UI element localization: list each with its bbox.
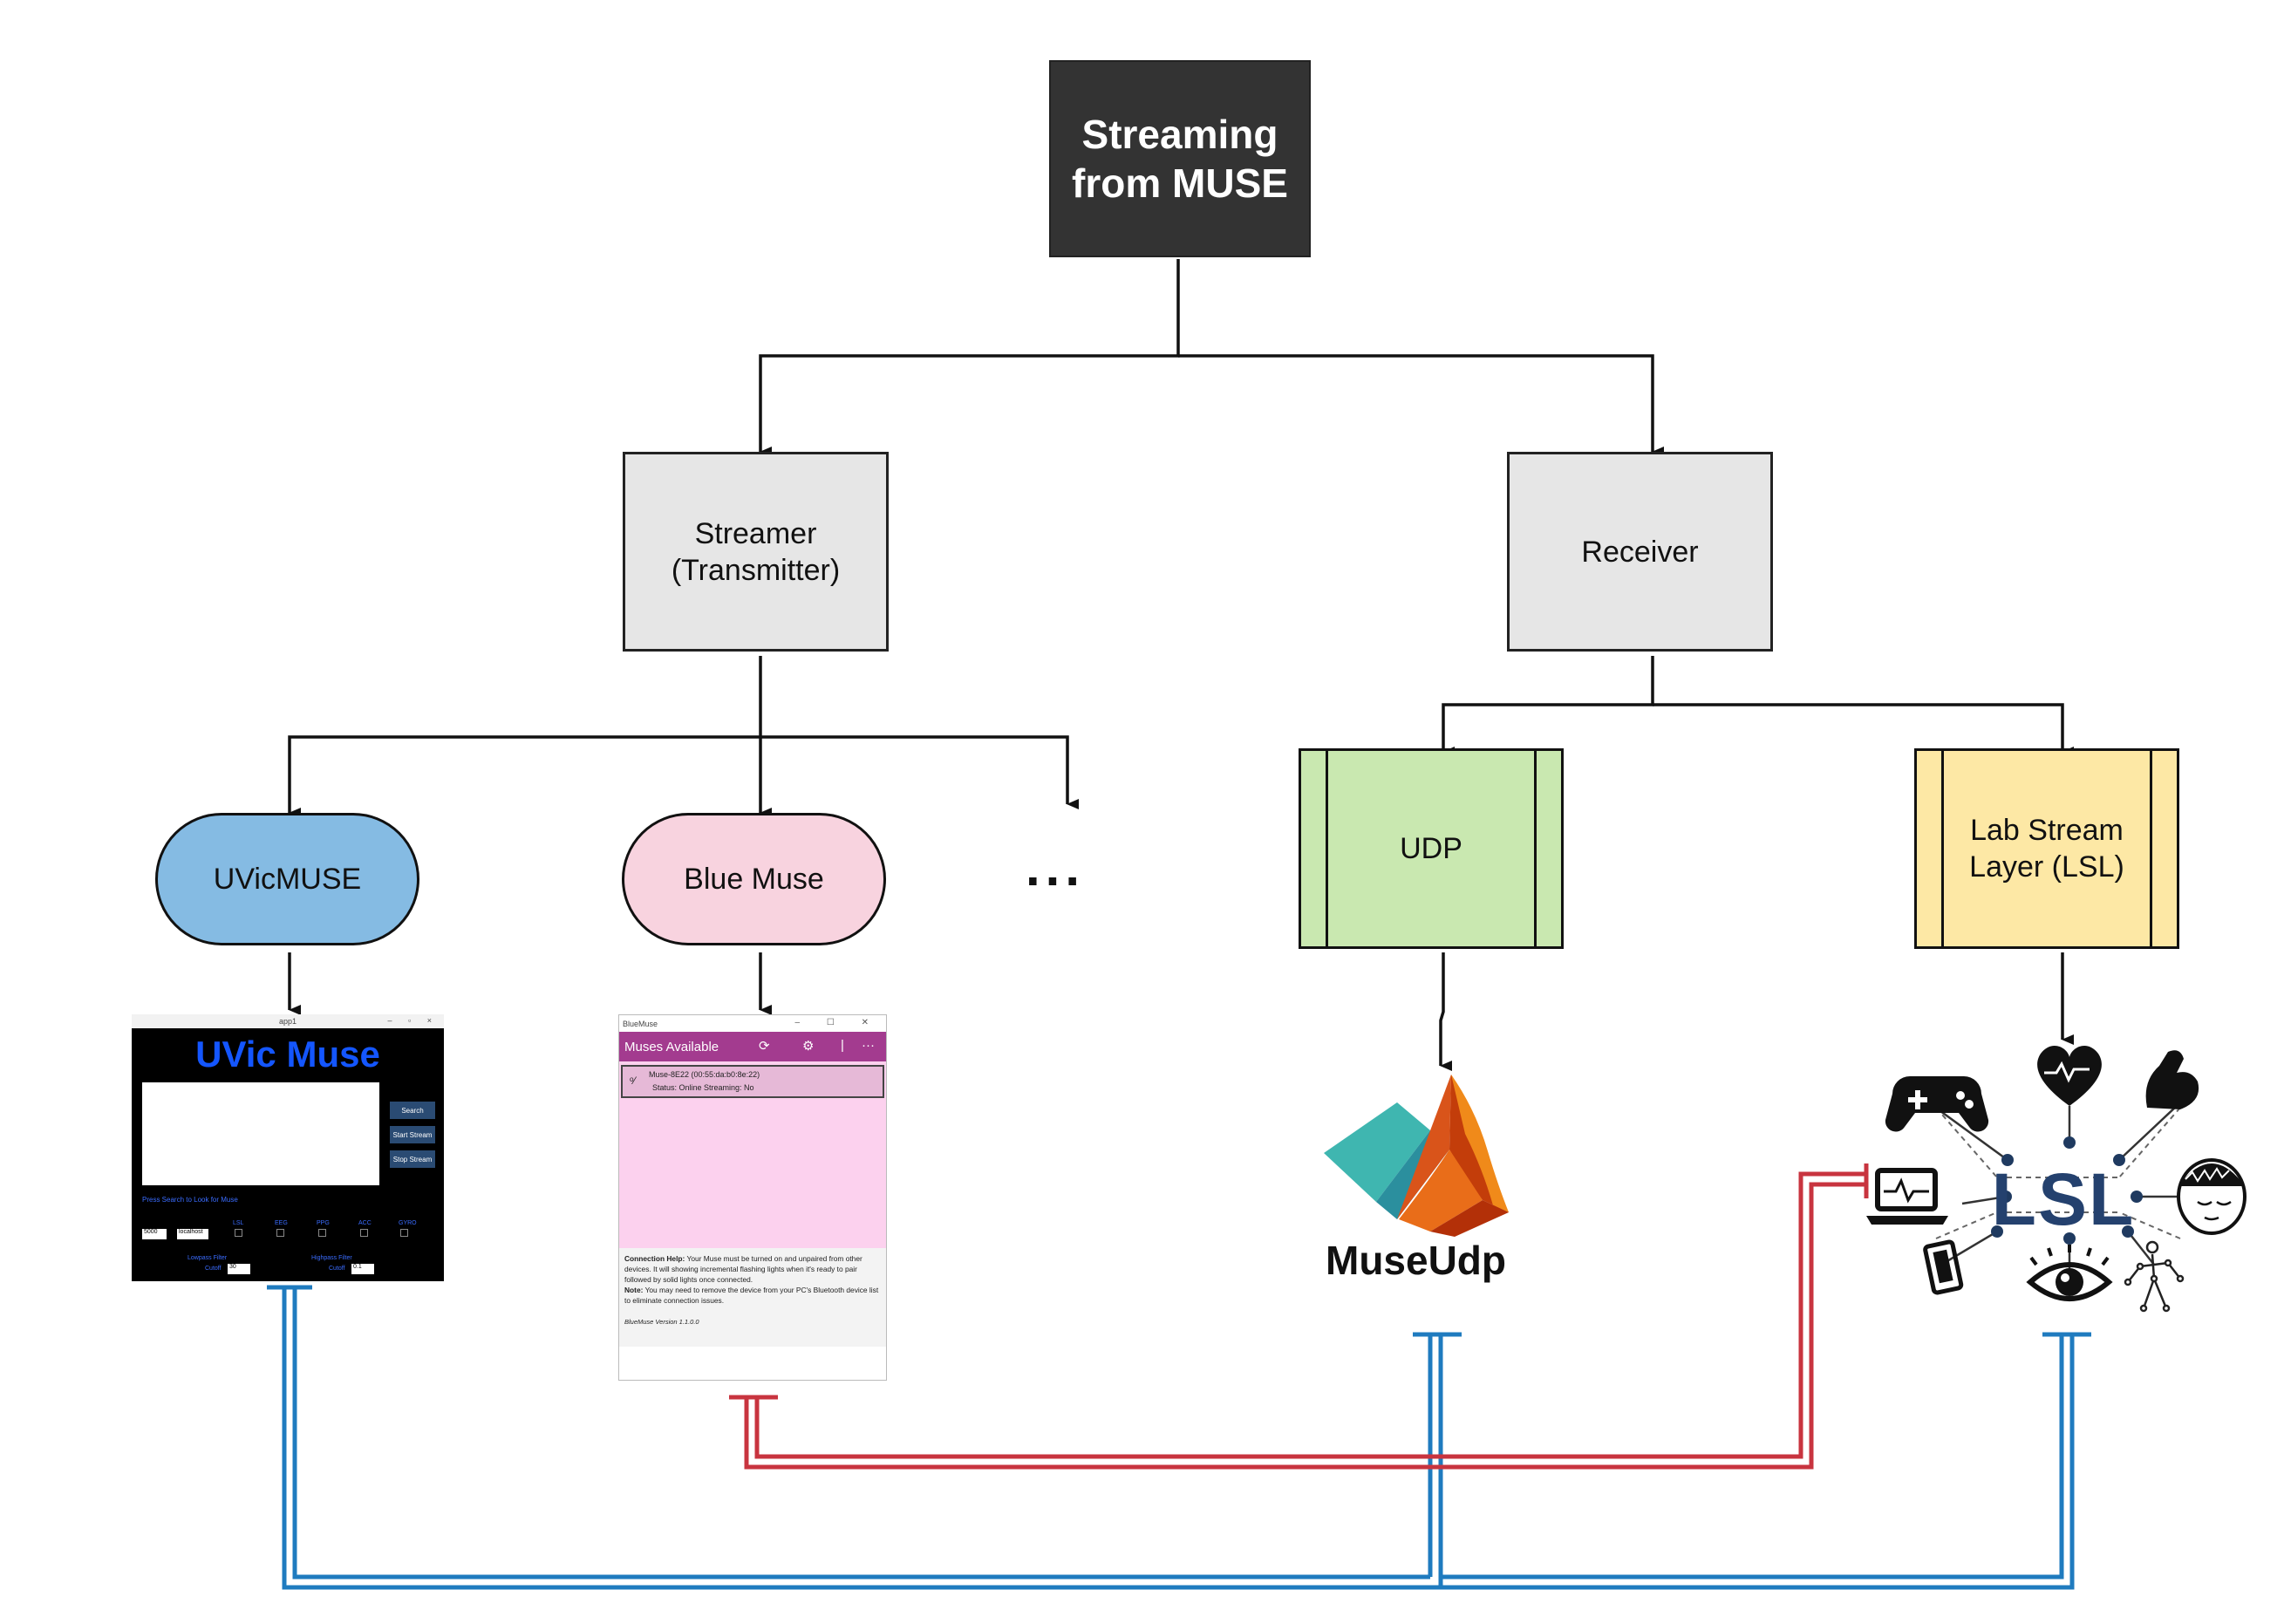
bluemuse-window-title: BlueMuse [623, 1019, 658, 1028]
uvic-acc-checkbox[interactable] [360, 1229, 368, 1237]
uvic-start-stream-button[interactable]: Start Stream [390, 1126, 435, 1143]
bluemuse-app-screenshot: BlueMuse – ☐ ✕ Muses Available ⟳ ⚙ | ···… [618, 1014, 887, 1381]
more-streamers-ellipsis: ... [1026, 838, 1086, 897]
uvic-window-title: app1 [278, 1017, 297, 1026]
lsl-link-outer [1441, 1334, 2075, 1590]
compatibility-links-red [729, 1163, 1869, 1470]
uvic-lsl-checkbox[interactable] [235, 1229, 242, 1237]
uvic-channel-lsl-label: LSL [233, 1220, 244, 1226]
tree-connectors [288, 259, 2074, 1071]
device-signal-icon: ᵒ⁄ [630, 1075, 636, 1087]
bluemuse-window-controls[interactable]: – ☐ ✕ [794, 1018, 881, 1027]
uvic-lowpass-label: Lowpass Filter [187, 1255, 228, 1261]
more-icon[interactable]: ··· [862, 1038, 875, 1053]
museudp-caption: MuseUdp [1326, 1238, 1506, 1283]
divider-icon: | [841, 1038, 844, 1053]
bluemuse-device-list: ᵒ⁄ Muse-8E22 (00:55:da:b0:8e:22) Status:… [619, 1061, 886, 1248]
connector-receiver-lsl [1653, 703, 2074, 757]
uvic-title-bar: app1 – ▫ × [132, 1014, 444, 1028]
help-text: Your Muse must be turned on and unpaired… [624, 1254, 862, 1284]
uvicmuse-app-screenshot: app1 – ▫ × UVic Muse Search Start Stream… [132, 1014, 444, 1281]
refresh-icon[interactable]: ⟳ [759, 1039, 770, 1054]
help-title: Connection Help: [624, 1254, 685, 1263]
uvic-link-inner [292, 1287, 1430, 1580]
bluemuse-version: BlueMuse Version 1.1.0.0 [624, 1318, 699, 1326]
uvic-port-field[interactable]: 5000 [142, 1229, 167, 1239]
lsl-node: Lab Stream Layer (LSL) [1914, 748, 2179, 949]
udp-node: UDP [1299, 748, 1564, 949]
uvic-search-button[interactable]: Search [390, 1102, 435, 1119]
connector-udp-museudp [1439, 952, 1452, 1071]
lsl-logo-text: LSL [1992, 1158, 2136, 1240]
connector-receiver-udp [1442, 656, 1654, 757]
uvic-app-title: UVic Muse [195, 1034, 380, 1075]
uvic-device-list[interactable] [142, 1082, 379, 1185]
uvic-channel-ppg-label: PPG [317, 1220, 330, 1226]
uvic-lowpass-cutoff-label: Cutoff [205, 1266, 222, 1272]
gear-icon[interactable]: ⚙ [802, 1039, 815, 1054]
uvicmuse-node: UVicMUSE [155, 813, 419, 945]
uvic-host-field[interactable]: localhost [177, 1229, 208, 1239]
uvic-gyro-checkbox[interactable] [400, 1229, 408, 1237]
uvic-channel-acc-label: ACC [358, 1220, 372, 1226]
bluemuse-title-bar: BlueMuse – ☐ ✕ [619, 1015, 886, 1032]
uvic-channel-gyro-label: GYRO [399, 1220, 417, 1226]
connector-streamer-more [760, 735, 1079, 809]
uvic-window-controls[interactable]: – ▫ × [387, 1016, 439, 1025]
bluemuse-header-title: Muses Available [624, 1039, 719, 1054]
bluemuse-link-inner [754, 1171, 1866, 1459]
device-status: Status: Online Streaming: No [652, 1083, 754, 1092]
streamer-node: Streamer (Transmitter) [623, 452, 889, 652]
matlab-logo-icon [1324, 1075, 1509, 1237]
lsl-link-inner [1441, 1334, 2064, 1580]
uvic-channel-eeg-label: EEG [275, 1220, 288, 1226]
bluemuse-node: Blue Muse [622, 813, 886, 945]
uvic-eeg-checkbox[interactable] [276, 1229, 284, 1237]
root-node-streaming-from-muse: Streaming from MUSE [1049, 60, 1311, 257]
bluemuse-header: Muses Available ⟳ ⚙ | ··· [619, 1032, 886, 1061]
note-title: Note: [624, 1286, 644, 1294]
connector-root-streamer [759, 259, 1180, 457]
receiver-node: Receiver [1507, 452, 1773, 652]
note-text: You may need to remove the device from y… [624, 1286, 879, 1305]
bluemuse-link-outer [744, 1182, 1866, 1470]
bluemuse-help-panel: Connection Help: Your Muse must be turne… [619, 1248, 886, 1347]
connector-root-receiver [1178, 354, 1664, 457]
bluemuse-device-row[interactable]: ᵒ⁄ Muse-8E22 (00:55:da:b0:8e:22) Status:… [621, 1065, 884, 1098]
uvic-highpass-field[interactable]: 0.1 [351, 1264, 374, 1274]
compatibility-links-blue [267, 1285, 2091, 1590]
uvic-highpass-label: Highpass Filter [311, 1255, 352, 1261]
uvic-lowpass-field[interactable]: 30 [228, 1264, 250, 1274]
uvic-hint-text: Press Search to Look for Muse [142, 1196, 238, 1204]
uvic-link-outer [282, 1287, 1441, 1590]
connector-streamer-uvic [288, 656, 762, 818]
uvic-ppg-checkbox[interactable] [318, 1229, 326, 1237]
uvic-stop-stream-button[interactable]: Stop Stream [390, 1150, 435, 1168]
lsl-logo-icon: LSL [1866, 1046, 2247, 1313]
device-name: Muse-8E22 (00:55:da:b0:8e:22) [649, 1070, 760, 1079]
uvic-highpass-cutoff-label: Cutoff [329, 1266, 345, 1272]
